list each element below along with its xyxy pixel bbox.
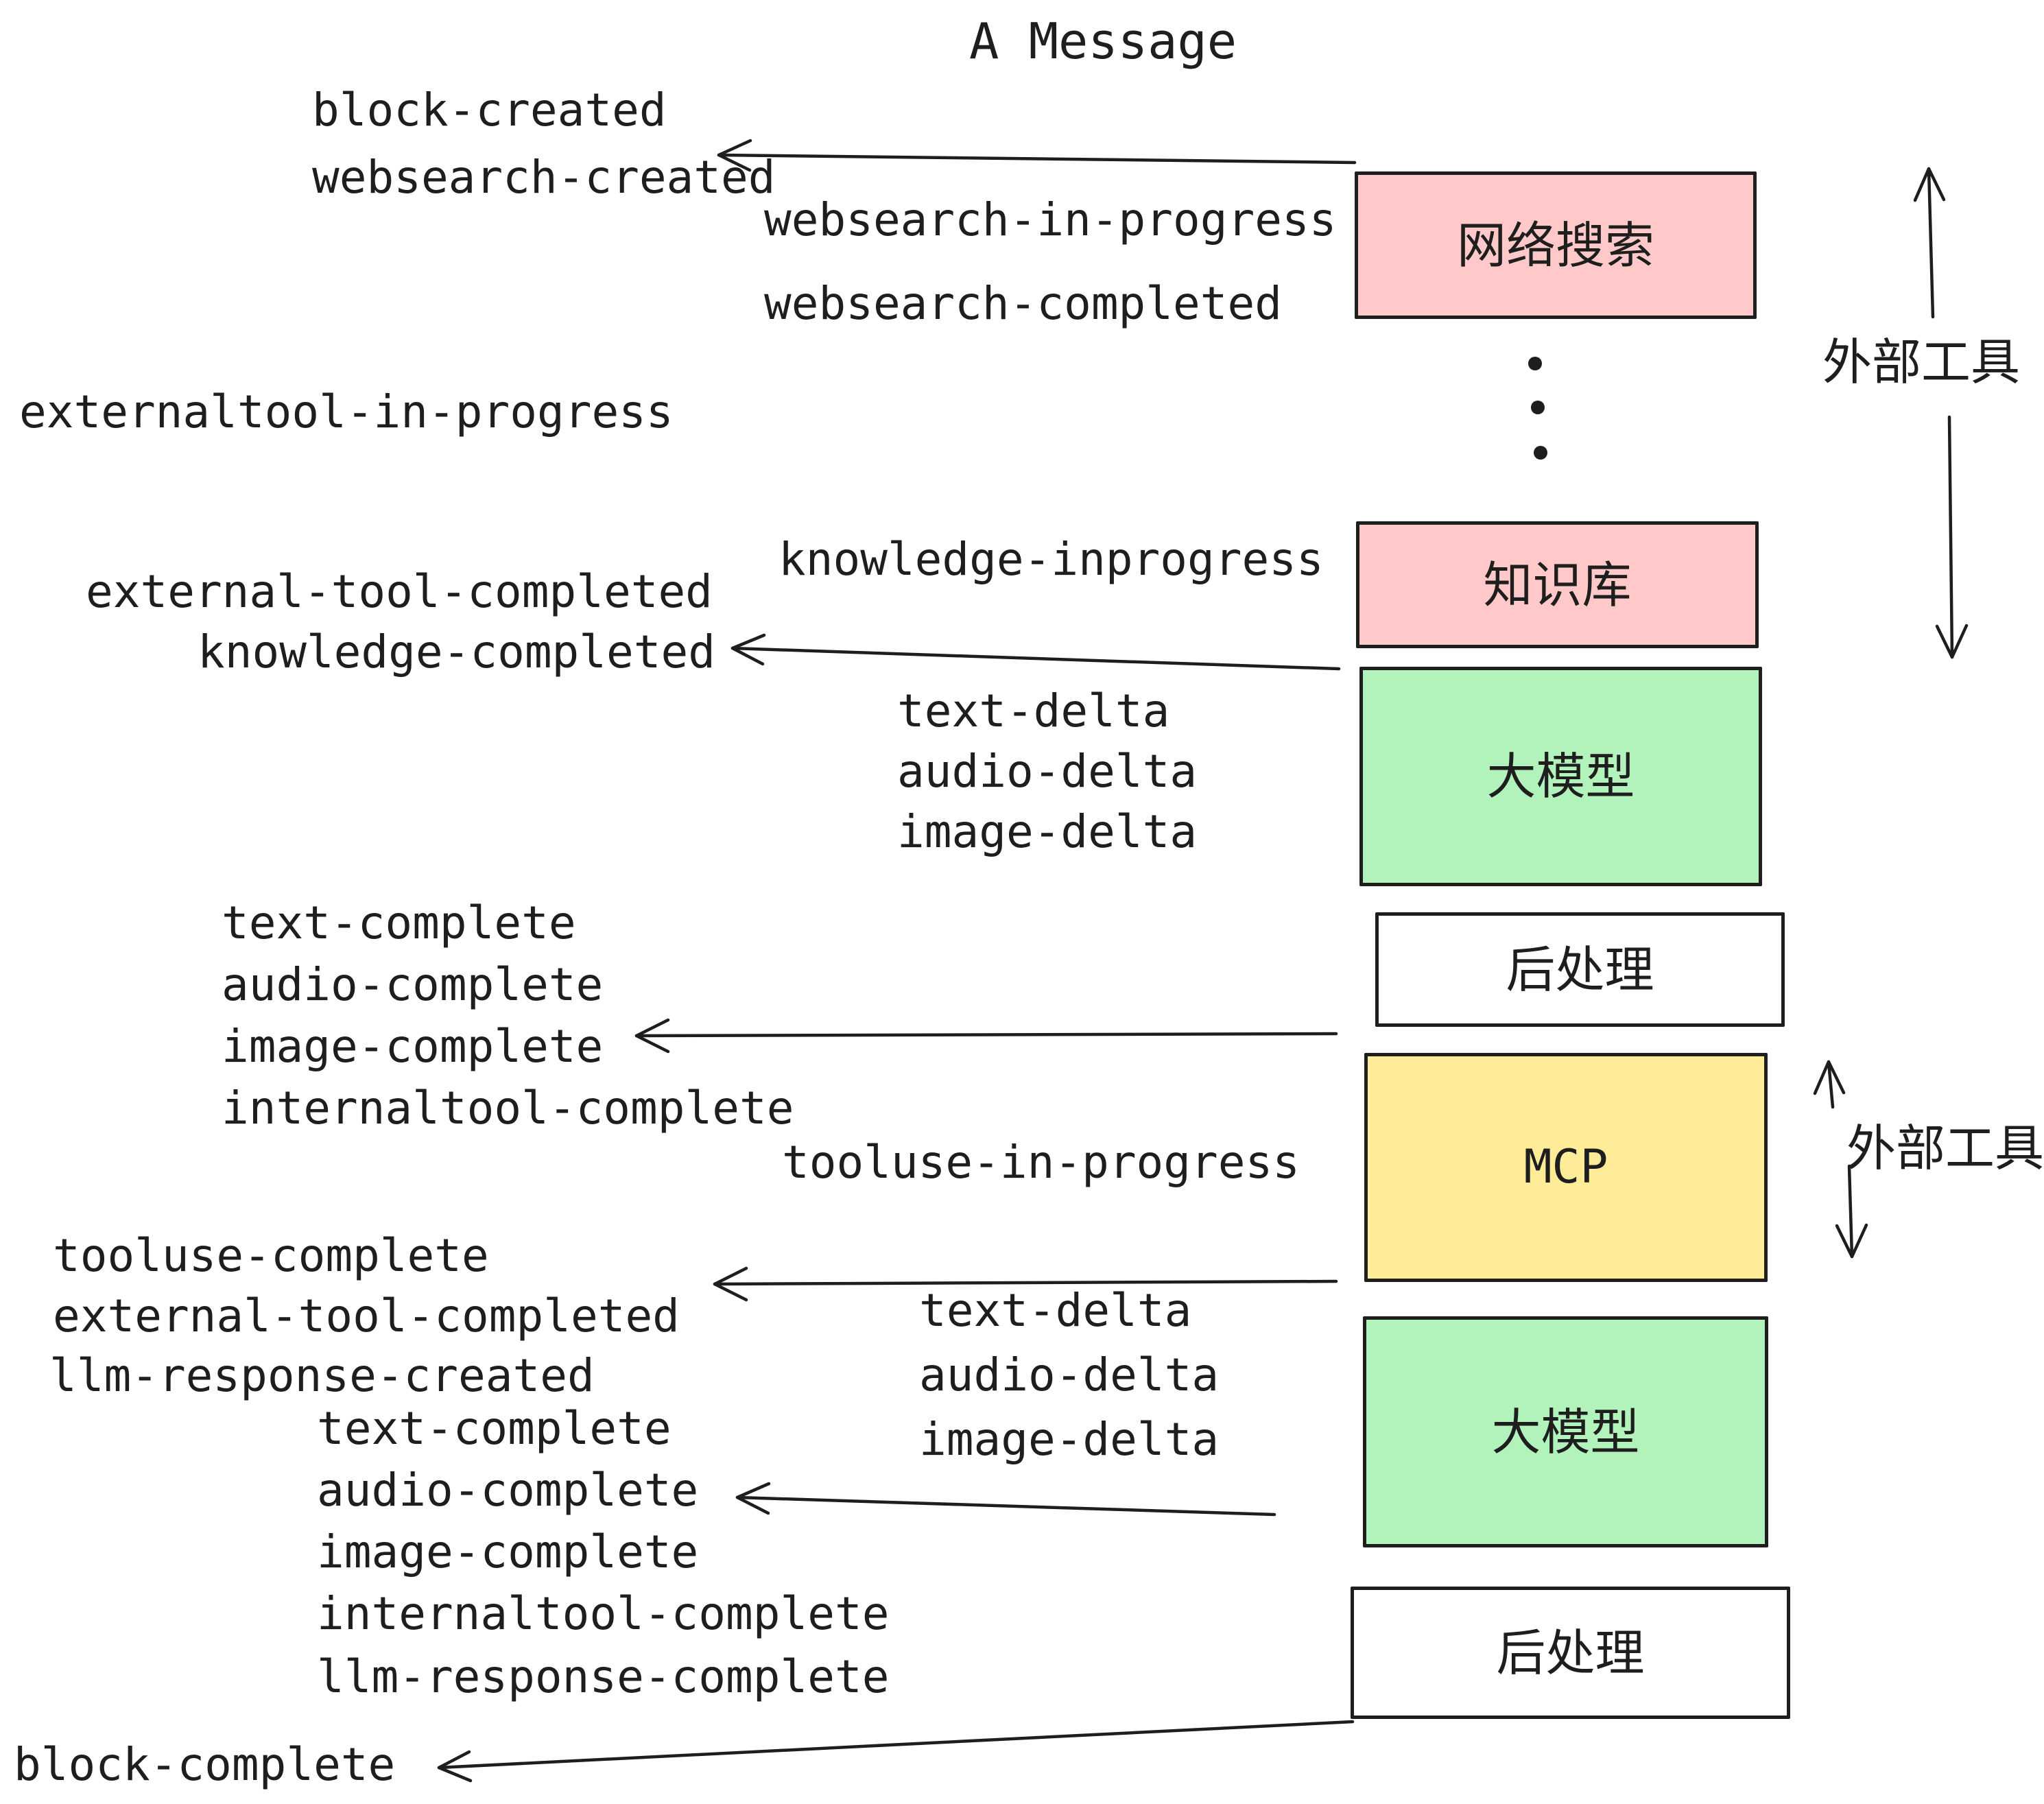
event-tooluse-in-progress: tooluse-in-progress <box>782 1136 1300 1189</box>
event-websearch-completed: websearch-completed <box>764 277 1282 330</box>
event-websearch-in-progress: websearch-in-progress <box>764 193 1337 246</box>
vertical-ellipsis-icon <box>1528 357 1547 460</box>
event-knowledge-inprogress: knowledge-inprogress <box>779 533 1324 586</box>
node-postprocess-2: 后处理 <box>1351 1587 1790 1719</box>
event-audio-complete-1: audio-complete <box>222 958 604 1011</box>
event-llm-response-complete: llm-response-complete <box>317 1650 890 1703</box>
event-internaltool-complete-1: internaltool-complete <box>222 1082 794 1135</box>
event-image-delta-1: image-delta <box>897 805 1198 858</box>
node-llm-2: 大模型 <box>1363 1316 1768 1547</box>
external-tool-down-arrow-1-icon <box>1935 415 1969 659</box>
arrow-to-block-created-icon <box>717 139 1357 172</box>
arrow-to-audio-complete-icon <box>735 1482 1276 1517</box>
event-internaltool-complete-2: internaltool-complete <box>317 1587 890 1640</box>
event-tooluse-complete: tooluse-complete <box>53 1229 489 1282</box>
node-llm-1-label: 大模型 <box>1486 748 1635 805</box>
node-websearch-label: 网络搜索 <box>1456 216 1654 274</box>
node-llm-2-label: 大模型 <box>1491 1403 1640 1461</box>
event-llm-response-created: llm-response-created <box>49 1349 595 1402</box>
node-llm-1: 大模型 <box>1359 667 1762 886</box>
node-knowledge-base: 知识库 <box>1356 521 1759 648</box>
event-text-complete-2: text-complete <box>317 1402 672 1455</box>
event-audio-complete-2: audio-complete <box>317 1464 699 1517</box>
external-tool-up-arrow-1-icon <box>1913 167 1946 319</box>
external-tools-label-1: 外部工具 <box>1822 333 2021 391</box>
event-knowledge-completed: knowledge-completed <box>198 626 715 678</box>
arrow-to-external-tool-completed-icon <box>713 1266 1338 1302</box>
node-postprocess-2-label: 后处理 <box>1496 1624 1645 1682</box>
node-postprocess-1: 后处理 <box>1375 912 1785 1027</box>
node-knowledge-base-label: 知识库 <box>1483 556 1632 614</box>
event-externaltool-in-progress: externaltool-in-progress <box>19 385 674 438</box>
event-text-delta-2: text-delta <box>919 1284 1192 1337</box>
diagram-title: A Message <box>969 12 1237 70</box>
event-block-created: block-created <box>312 84 667 137</box>
node-mcp: MCP <box>1364 1053 1768 1282</box>
event-block-complete: block-complete <box>14 1738 396 1791</box>
external-tools-label-2: 外部工具 <box>1846 1119 2044 1177</box>
node-postprocess-1-label: 后处理 <box>1506 940 1654 999</box>
event-external-tool-completed-1: external-tool-completed <box>86 565 713 618</box>
event-external-tool-completed-2: external-tool-completed <box>53 1290 680 1342</box>
event-text-complete-1: text-complete <box>222 897 576 949</box>
node-mcp-label: MCP <box>1523 1140 1608 1194</box>
event-text-delta-1: text-delta <box>897 685 1170 737</box>
arrow-to-image-complete-icon <box>634 1018 1338 1054</box>
arrow-to-block-complete-icon <box>437 1720 1355 1783</box>
external-tool-down-arrow-2-icon <box>1835 1164 1868 1259</box>
node-websearch: 网络搜索 <box>1355 171 1757 319</box>
arrow-to-knowledge-completed-icon <box>730 633 1341 671</box>
event-image-delta-2: image-delta <box>919 1413 1220 1466</box>
event-image-complete-2: image-complete <box>317 1526 699 1578</box>
event-audio-delta-1: audio-delta <box>897 745 1198 798</box>
external-tool-up-arrow-2-icon <box>1813 1060 1846 1109</box>
event-audio-delta-2: audio-delta <box>919 1349 1220 1401</box>
event-image-complete-1: image-complete <box>222 1020 604 1073</box>
event-websearch-created: websearch-created <box>312 151 776 204</box>
